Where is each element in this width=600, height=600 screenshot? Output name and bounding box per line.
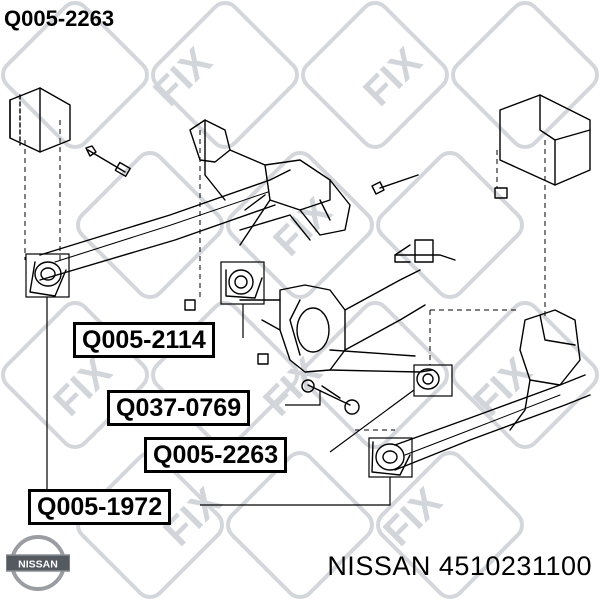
- callout-q005-1972: Q005-1972: [28, 489, 172, 525]
- nissan-logo: NISSAN: [5, 531, 71, 595]
- line-art: [9, 87, 591, 476]
- dash-lines: [24, 120, 546, 431]
- frame-q005-2263: [413, 364, 453, 397]
- nissan-logo-text: NISSAN: [18, 559, 58, 571]
- page-title: Q005-2263: [4, 6, 115, 31]
- wm-brand-2: FIX: [355, 39, 430, 114]
- oem-part-number: NISSAN 4510231100: [327, 551, 592, 581]
- wm-brand-8: FIX: [375, 479, 450, 554]
- callout-q005-2114: Q005-2114: [73, 322, 215, 358]
- callout-q005-2263: Q005-2263: [144, 437, 288, 473]
- wm-brand-1: FIX: [145, 39, 220, 114]
- callout-q037-0769: Q037-0769: [107, 390, 251, 426]
